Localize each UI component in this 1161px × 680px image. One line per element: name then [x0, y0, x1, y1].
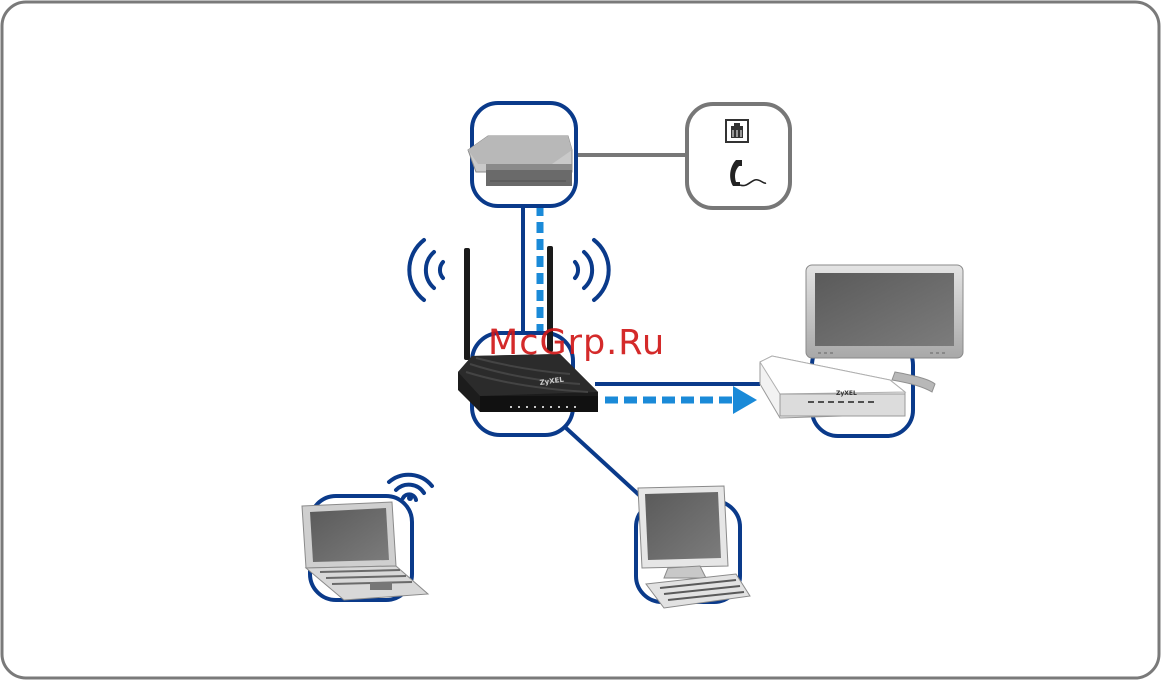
phone-jack-icon: [726, 120, 748, 142]
router-antenna-left: [464, 248, 470, 360]
stb-logo: ZyXEL: [836, 390, 857, 397]
phone-jack-node: [687, 104, 790, 208]
dsl-modem-node: [468, 103, 576, 206]
watermark-text: McGrp.Ru: [488, 323, 665, 363]
